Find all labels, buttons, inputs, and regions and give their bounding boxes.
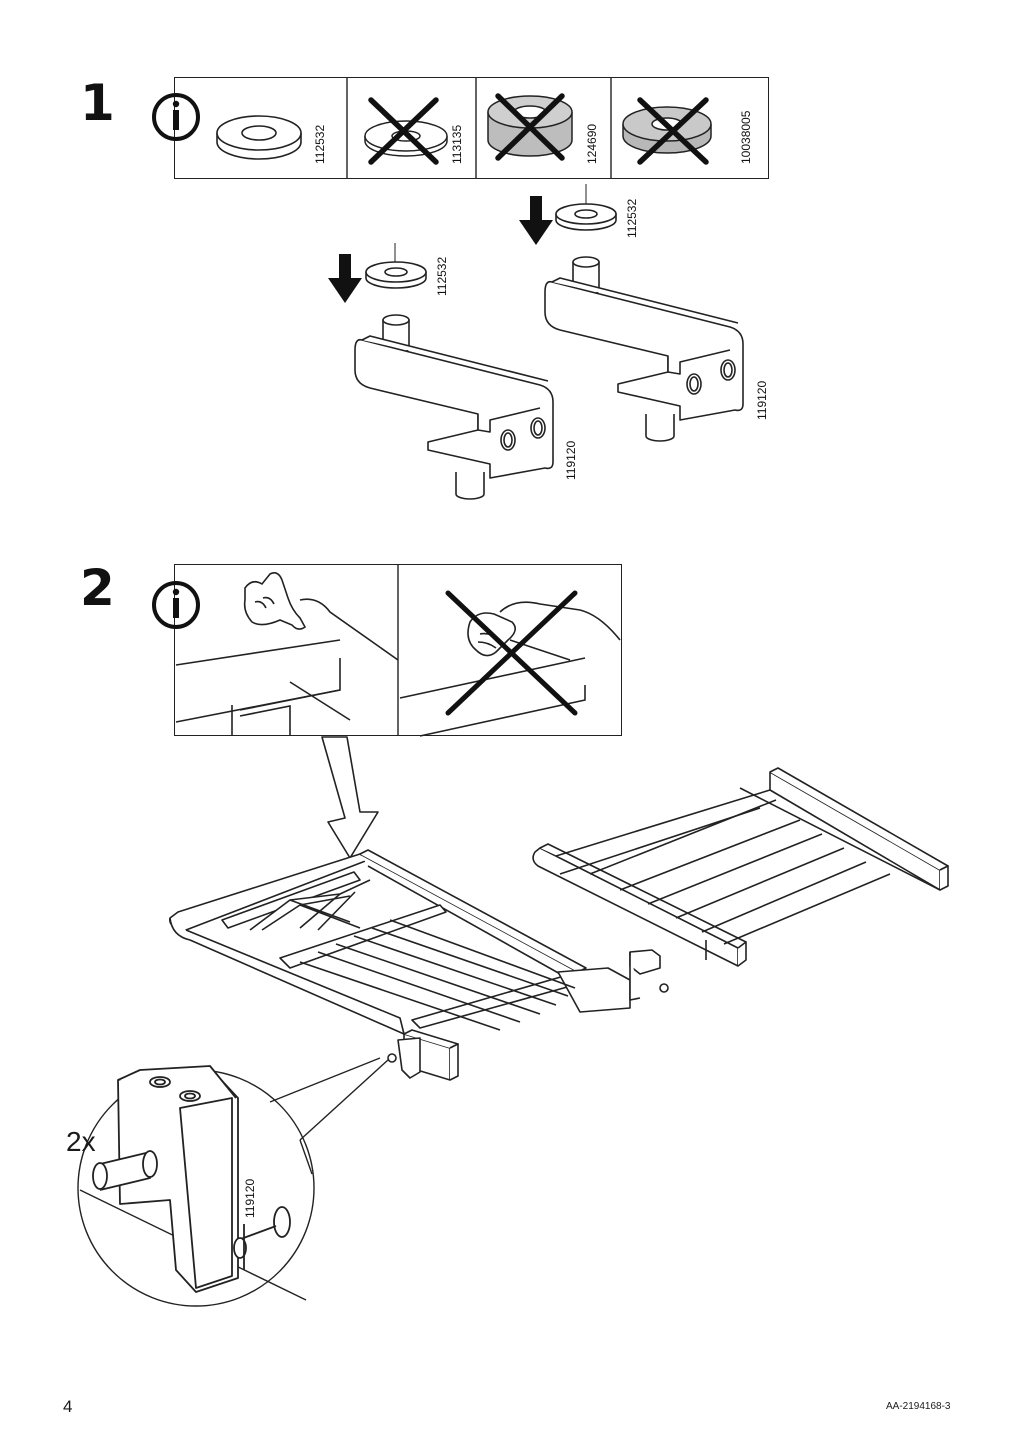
- incorrect-orientation-panel: [399, 601, 621, 737]
- washer-part-label: 112532: [435, 256, 449, 296]
- part-number-label: 10038005: [739, 110, 753, 164]
- page-number: 4: [63, 1397, 73, 1416]
- part-number-label: 124690: [585, 123, 599, 164]
- part-number-label: 113135: [450, 124, 464, 164]
- cross-icon: [445, 590, 578, 716]
- bracket-119120-left: [354, 243, 554, 500]
- washer-part-label: 112532: [625, 198, 639, 238]
- bracket-119120-right: [544, 184, 744, 442]
- step-number-2: 2: [80, 559, 115, 617]
- washer-10038005-icon: [622, 106, 712, 154]
- bracket-part-label: 119120: [755, 380, 769, 420]
- chair-seat-frame-right: [532, 767, 949, 967]
- cross-icon: [368, 97, 439, 165]
- cross-icon: [495, 93, 565, 161]
- hand-icon: [243, 572, 307, 630]
- document-code: AA-2194168-3: [886, 1401, 951, 1412]
- chair-seat-frame-left: [169, 849, 669, 1081]
- bracket-part-label: 119120: [564, 440, 578, 480]
- cross-icon: [637, 97, 709, 165]
- step-number-1: 1: [80, 74, 115, 132]
- info-icon: [152, 581, 200, 629]
- down-arrow-icon: [328, 254, 362, 303]
- bracket-part-label: 119120: [243, 1178, 257, 1218]
- pointer-arrow-icon: [321, 736, 379, 859]
- part-number-label: 112532: [313, 124, 327, 164]
- washer-112532-icon: [216, 115, 302, 160]
- detail-magnifier: [77, 1057, 389, 1307]
- quantity-label: 2x: [66, 1126, 96, 1157]
- down-arrow-icon: [519, 196, 553, 245]
- correct-orientation-panel: [175, 572, 399, 736]
- info-icon: [152, 93, 200, 141]
